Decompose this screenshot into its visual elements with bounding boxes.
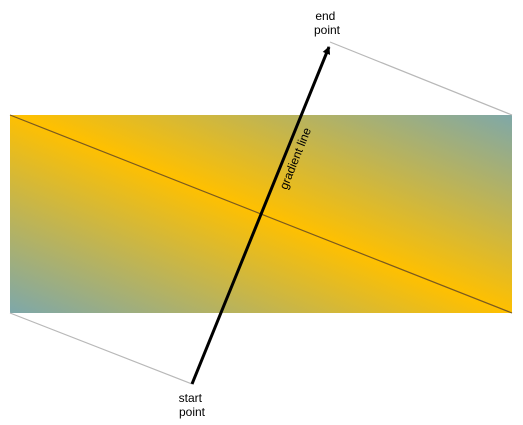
start-point-label-line1: start — [179, 391, 203, 405]
end-point-label-line2: point — [314, 23, 341, 37]
projection-line-end-right — [329, 41, 513, 116]
start-point-label-line2: point — [179, 405, 206, 419]
end-point-label-line1: end — [315, 9, 335, 23]
end-point-label: end point — [314, 9, 341, 37]
gradient-line-arrow — [190, 46, 331, 385]
projection-line-start-left — [9, 312, 193, 385]
start-point-label: start point — [179, 391, 206, 419]
